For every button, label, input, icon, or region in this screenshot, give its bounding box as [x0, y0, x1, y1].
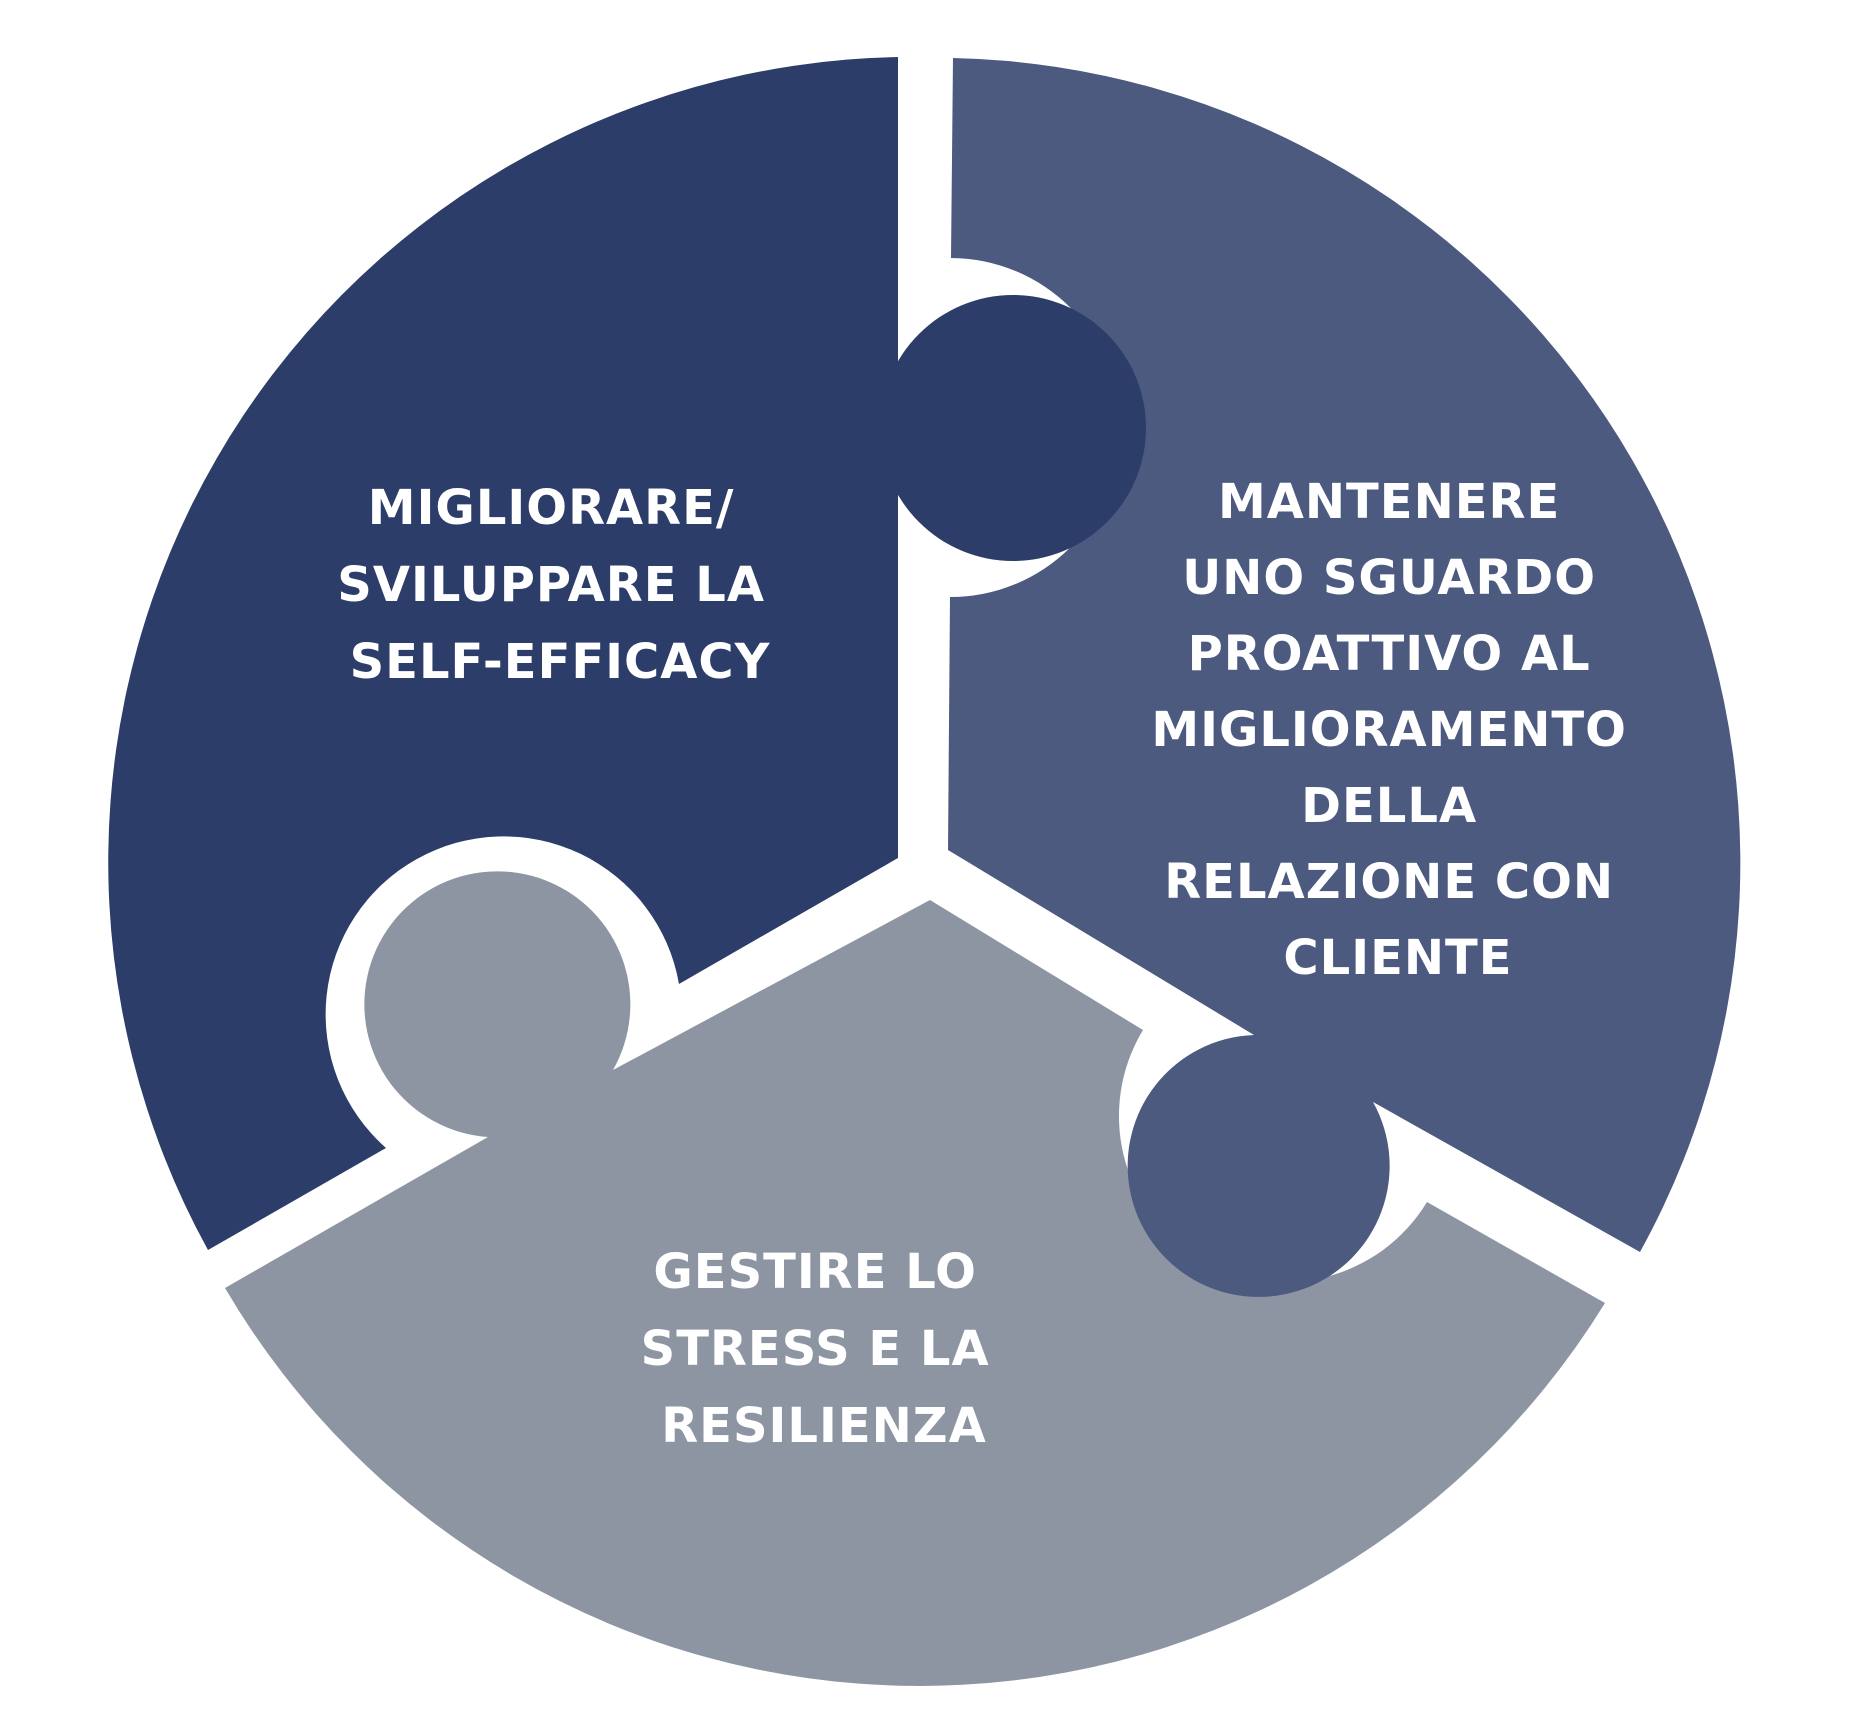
stress-resilience-label: GESTIRE LO STRESS E LA RESILIENZA — [641, 1244, 1008, 1454]
stress-resilience-line-1: GESTIRE LO — [653, 1244, 977, 1300]
proactive-view-line-5: DELLA — [1301, 778, 1477, 834]
puzzle-piece-stress-resilience: GESTIRE LO STRESS E LA RESILIENZA — [225, 871, 1605, 1686]
proactive-view-line-1: MANTENERE — [1218, 474, 1560, 530]
proactive-view-label: MANTENERE UNO SGUARDO PROATTIVO AL MIGLI… — [1151, 474, 1644, 986]
self-efficacy-line-1: MIGLIORARE/ — [368, 480, 735, 536]
puzzle-piece-stress-resilience-shape — [225, 871, 1605, 1686]
proactive-view-line-7: CLIENTE — [1283, 930, 1512, 986]
puzzle-piece-proactive-view: MANTENERE UNO SGUARDO PROATTIVO AL MIGLI… — [880, 58, 1741, 1297]
stress-resilience-line-2: STRESS E LA — [641, 1321, 990, 1377]
self-efficacy-line-2: SVILUPPARE LA — [337, 557, 765, 613]
proactive-view-line-4: MIGLIORAMENTO — [1151, 702, 1627, 758]
proactive-view-line-3: PROATTIVO AL — [1188, 626, 1591, 682]
puzzle-piece-self-efficacy-shape — [108, 57, 898, 1250]
proactive-view-line-2: UNO SGUARDO — [1182, 550, 1596, 606]
self-efficacy-label: MIGLIORARE/ SVILUPPARE LA SELF-EFFICACY — [337, 480, 782, 690]
proactive-view-knob — [880, 295, 1146, 561]
puzzle-piece-proactive-view-shape — [948, 58, 1741, 1297]
proactive-view-line-6: RELAZIONE CON — [1164, 854, 1614, 910]
self-efficacy-line-3: SELF-EFFICACY — [350, 634, 771, 690]
puzzle-piece-self-efficacy: MIGLIORARE/ SVILUPPARE LA SELF-EFFICACY — [108, 57, 898, 1250]
stress-resilience-line-3: RESILIENZA — [661, 1398, 987, 1454]
